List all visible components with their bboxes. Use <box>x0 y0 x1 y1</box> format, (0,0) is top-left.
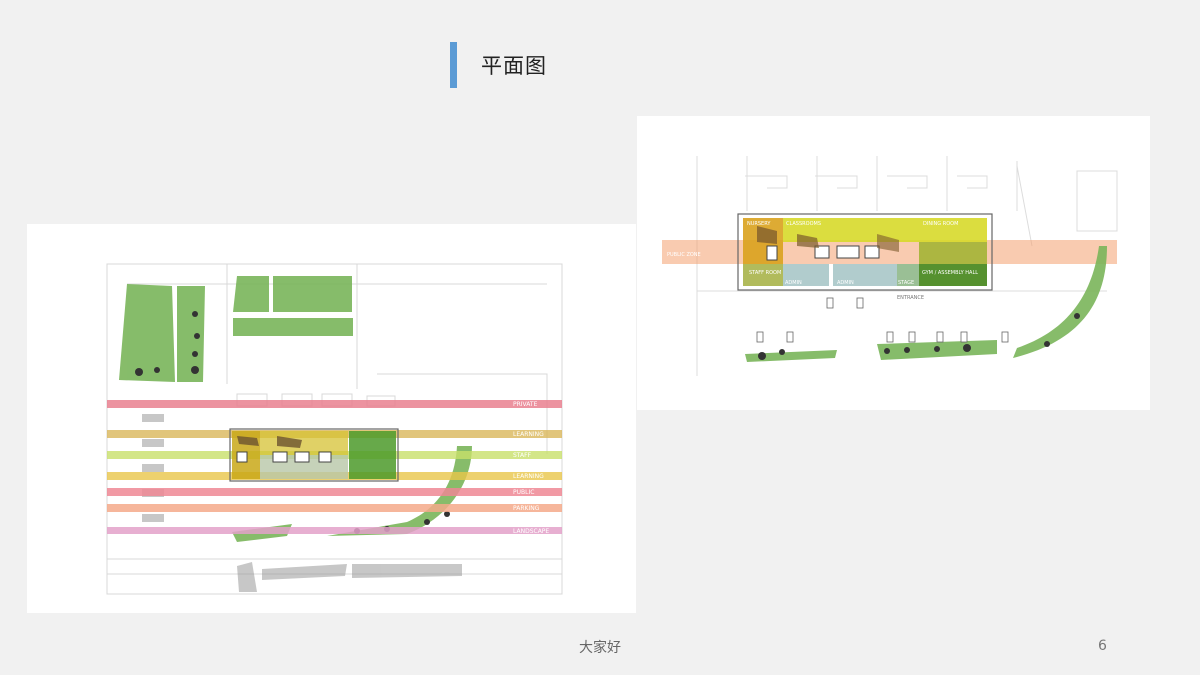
label-classrooms: CLASSROOMS <box>786 221 821 227</box>
label-stage: STAGE <box>898 280 914 286</box>
band-label-private: PRIVATE <box>513 401 538 408</box>
room-stage <box>897 264 919 286</box>
page-number: 6 <box>1098 638 1107 654</box>
band-private <box>107 400 562 408</box>
left-plan-green-areas <box>119 276 472 542</box>
left-plan-drawing: PRIVATE LEARNING STAFF LEARNING PUBLIC P… <box>106 263 563 595</box>
room-admin-1 <box>783 264 829 286</box>
left-floor-plan: PRIVATE LEARNING STAFF LEARNING PUBLIC P… <box>27 224 636 613</box>
label-nursery: NURSERY <box>747 221 771 227</box>
room-dining <box>919 218 987 242</box>
label-entrance: ENTRANCE <box>897 295 924 301</box>
left-plan-building <box>229 428 399 482</box>
band-label-learning-1: LEARNING <box>513 431 544 438</box>
band-label-landscape: LANDSCAPE <box>513 528 549 535</box>
right-plan-drawing: PUBLIC ZONE NURSERY CLASSROOMS DINING <box>662 156 1118 376</box>
slide-footer: 大家好 <box>579 640 621 656</box>
band-parking <box>107 504 562 512</box>
room-admin-2 <box>833 264 897 286</box>
left-plan-band-labels: PRIVATE LEARNING STAFF LEARNING PUBLIC P… <box>513 401 549 535</box>
band-label-learning-2: LEARNING <box>513 473 544 480</box>
band-label-parking: PARKING <box>513 505 540 512</box>
slide-title: 平面图 <box>450 42 547 88</box>
room-gym <box>919 264 987 286</box>
slide-title-text: 平面图 <box>481 54 547 78</box>
label-gym: GYM / ASSEMBLY HALL <box>922 270 978 276</box>
label-staff-room: STAFF ROOM <box>749 270 781 276</box>
right-plan-parked-cars <box>756 297 1009 343</box>
right-floor-plan: PUBLIC ZONE NURSERY CLASSROOMS DINING <box>637 116 1150 410</box>
right-plan-building <box>737 213 993 291</box>
band-landscape <box>107 527 562 534</box>
title-accent-bar <box>450 42 457 88</box>
right-plan-room-labels: NURSERY CLASSROOMS DINING ROOM STAFF ROO… <box>747 221 978 286</box>
right-plan-trees <box>758 313 1080 360</box>
band-public <box>107 488 562 496</box>
band-label-staff: STAFF <box>513 452 532 459</box>
right-plan-band-label: PUBLIC ZONE <box>667 252 701 258</box>
right-plan-linework <box>696 156 1118 376</box>
label-admin-1: ADMIN <box>785 280 802 286</box>
band-label-public: PUBLIC <box>513 489 534 496</box>
label-dining: DINING ROOM <box>923 221 958 227</box>
label-admin-2: ADMIN <box>837 280 854 286</box>
room-staff <box>743 264 783 286</box>
